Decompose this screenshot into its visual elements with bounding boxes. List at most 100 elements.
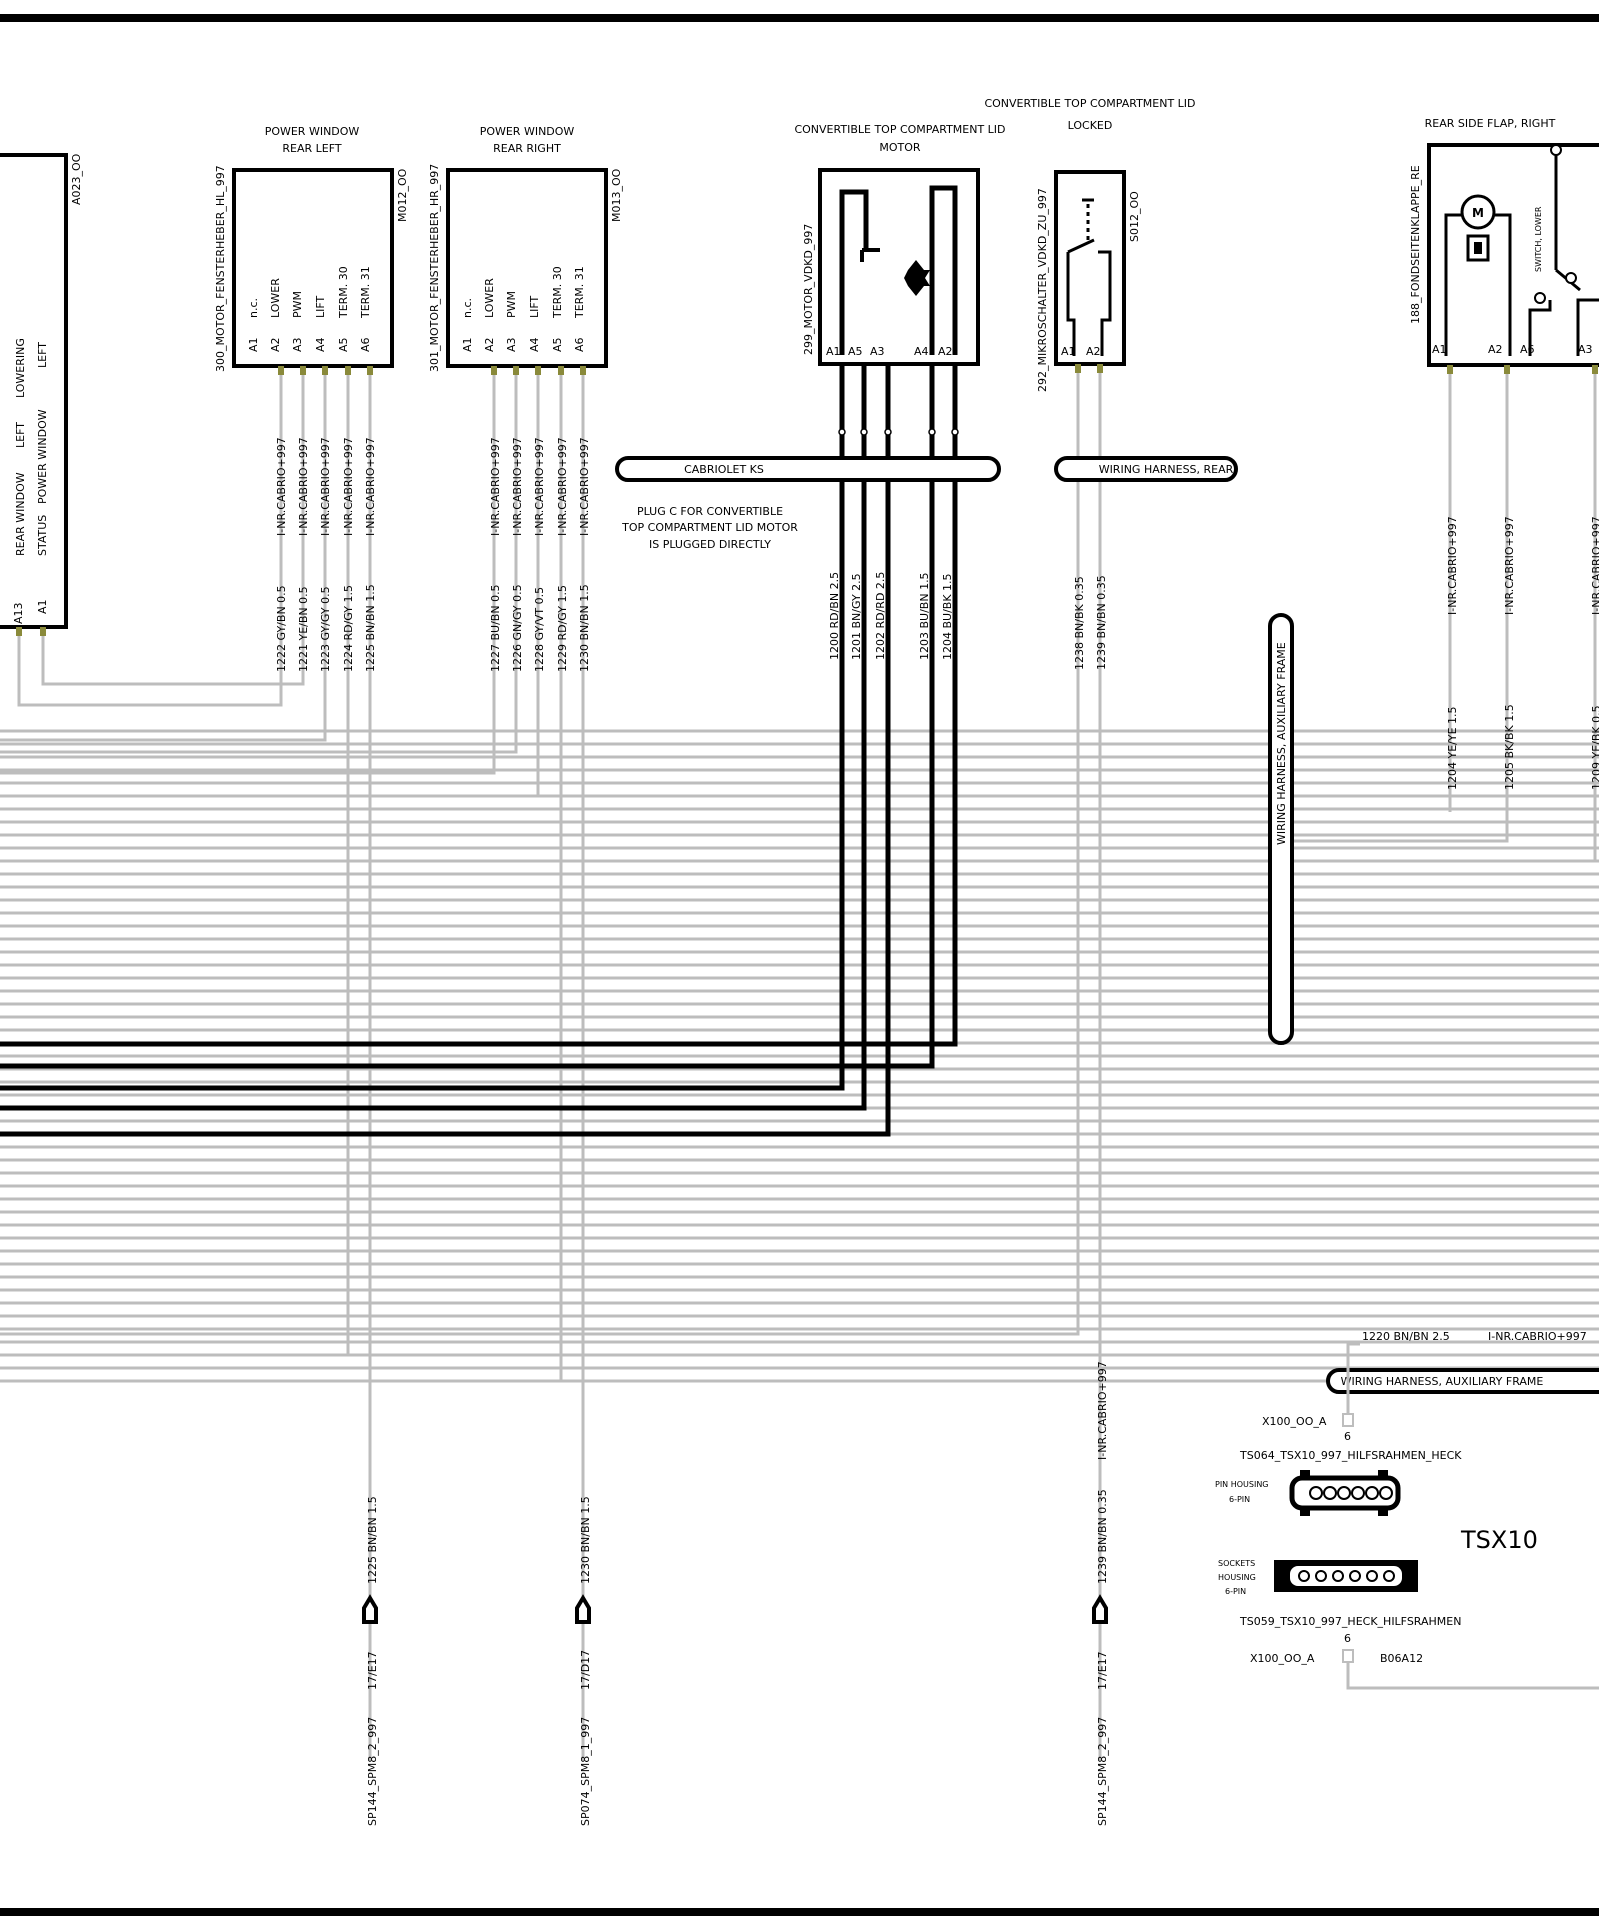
- bottom-termination-3: I-NR.CABRIO+997 1239 BN/BN 0.35 17/E17 S…: [1092, 1361, 1109, 1826]
- bottom-border: [0, 1908, 1599, 1916]
- diagram-label: 6-PIN: [1229, 1495, 1250, 1504]
- diagram-label: REAR RIGHT: [493, 142, 561, 155]
- bottom-termination-2: 1230 BN/BN 1.5 17/D17 SP074_SPM8_1_997: [575, 1496, 592, 1826]
- diagram-label: PLUG C FOR CONVERTIBLE: [637, 505, 783, 518]
- diagram-label: 1225 BN/BN 1.5: [366, 1496, 379, 1584]
- diagram-label: A2: [938, 345, 953, 358]
- diagram-label: 1201 BN/GY 2.5: [850, 573, 863, 660]
- diagram-label: A1: [1061, 345, 1076, 358]
- diagram-label: 6: [1344, 1430, 1351, 1443]
- diagram-label: POWER WINDOW: [480, 125, 575, 138]
- m012-title-2: REAR LEFT: [282, 142, 341, 155]
- diagram-label: 1228 GY/VT 0.5: [533, 587, 546, 672]
- motor-symbol: [904, 260, 930, 296]
- harness-rear: WIRING HARNESS, REAR: [1054, 456, 1238, 482]
- diagram-label: A1: [461, 337, 474, 352]
- diagram-label: WIRING HARNESS, AUXILIARY FRAME: [1275, 642, 1288, 845]
- diagram-label: n.c.: [247, 298, 260, 318]
- harness-auxiliary-vertical: WIRING HARNESS, AUXILIARY FRAME: [1268, 613, 1294, 1045]
- diagram-label: TS064_TSX10_997_HILFSRAHMEN_HECK: [1239, 1449, 1462, 1462]
- a023-pin-a13: A13: [12, 602, 25, 624]
- diagram-label: PWM: [505, 291, 518, 318]
- diagram-label: 1209 YE/BK 0.5: [1590, 705, 1599, 790]
- diagram-label: I-NR.CABRIO+997: [342, 437, 355, 536]
- diagram-label: A3: [505, 337, 518, 352]
- diagram-label: I-NR.CABRIO+997: [364, 437, 377, 536]
- diagram-label: CONVERTIBLE TOP COMPARTMENT LID: [794, 123, 1005, 136]
- diagram-label: I-NR.CABRIO+997: [319, 437, 332, 536]
- diagram-label: HOUSING: [1218, 1573, 1256, 1582]
- diagram-label: TERM. 31: [359, 266, 372, 319]
- diagram-label: 1202 RD/RD 2.5: [874, 572, 887, 660]
- diagram-label: 301_MOTOR_FENSTERHEBER_HR_997: [428, 164, 441, 372]
- diagram-label: A2: [483, 337, 496, 352]
- bottom-termination-1: 1225 BN/BN 1.5 17/E17 SP144_SPM8_2_997: [362, 1496, 379, 1826]
- diagram-label: A3: [1578, 343, 1593, 356]
- diagram-label: I-NR.CABRIO+997: [297, 437, 310, 536]
- diagram-label: A2: [269, 337, 282, 352]
- diagram-label: A4: [314, 337, 327, 352]
- diagram-label: I-NR.CABRIO+997: [1446, 516, 1459, 615]
- pin-housing-icon: [1289, 1470, 1401, 1516]
- diagram-label: A5: [848, 345, 863, 358]
- diagram-label: PIN HOUSING: [1215, 1480, 1269, 1489]
- diagram-label: I-NR.CABRIO+997: [1096, 1361, 1109, 1460]
- diagram-label: SP144_SPM8_2_997: [366, 1717, 379, 1826]
- diagram-label: 17/E17: [366, 1651, 379, 1690]
- plug-note: PLUG C FOR CONVERTIBLE TOP COMPARTMENT L…: [621, 505, 798, 551]
- diagram-label: 6-PIN: [1225, 1587, 1246, 1596]
- diagram-label: A1: [247, 337, 260, 352]
- junction-dots: [838, 428, 959, 436]
- diagram-label: LOCKED: [1068, 119, 1113, 132]
- diagram-label: SOCKETS: [1218, 1559, 1255, 1568]
- a023-id: A023_OO: [70, 153, 83, 205]
- a023-signal-5: POWER WINDOW: [36, 409, 49, 504]
- diagram-label: SP144_SPM8_2_997: [1096, 1717, 1109, 1826]
- connector-tsx10: 1220 BN/BN 2.5 I-NR.CABRIO+997 X100_OO_A…: [1215, 1330, 1599, 1690]
- diagram-label: S012_OO: [1128, 191, 1141, 242]
- diagram-label: B06A12: [1380, 1652, 1423, 1665]
- diagram-label: WIRING HARNESS, REAR: [1099, 463, 1234, 476]
- diagram-label: A5: [337, 337, 350, 352]
- a023-signal-2: LEFT: [14, 422, 27, 448]
- harness-auxiliary: WIRING HARNESS, AUXILIARY FRAME: [1326, 1368, 1599, 1394]
- diagram-label: X100_OO_A: [1262, 1415, 1327, 1428]
- diagram-label: I-NR.CABRIO+997: [556, 437, 569, 536]
- component-m013: POWER WINDOW REAR RIGHT 301_MOTOR_FENSTE…: [428, 125, 623, 375]
- diagram-label: 1204 BU/BK 1.5: [941, 573, 954, 660]
- diagram-label: 17/D17: [579, 1650, 592, 1690]
- diagram-label: A4: [914, 345, 929, 358]
- diagram-label: 1230 BN/BN 1.5: [579, 1496, 592, 1584]
- a023-signal-3: LOWERING: [14, 338, 27, 398]
- diagram-label: 1222 GY/BN 0.5: [275, 585, 288, 672]
- diagram-label: A6: [1520, 343, 1535, 356]
- a023-signal-4: STATUS: [36, 515, 49, 556]
- diagram-label: CONVERTIBLE TOP COMPARTMENT LID: [984, 97, 1195, 110]
- harness-cabriolet-ks: CABRIOLET KS: [615, 456, 1001, 482]
- diagram-label: 1238 BN/BK 0.35: [1073, 576, 1086, 670]
- a023-signal-1: REAR WINDOW: [14, 472, 27, 556]
- diagram-label: LOWER: [483, 278, 496, 318]
- m012-id: M012_OO: [396, 168, 409, 222]
- gray-bus-lines: [0, 729, 1599, 1383]
- diagram-label: A3: [870, 345, 885, 358]
- diagram-label: SP074_SPM8_1_997: [579, 1717, 592, 1826]
- diagram-label: 6: [1344, 1632, 1351, 1645]
- diagram-label: 1204 YE/YE 1.5: [1446, 706, 1459, 790]
- diagram-label: TERM. 30: [551, 266, 564, 319]
- diagram-label: 1221 YE/BN 0.5: [297, 586, 310, 672]
- m012-ref: 300_MOTOR_FENSTERHEBER_HL_997: [214, 165, 227, 372]
- motor-icon: M: [1444, 194, 1512, 356]
- diagram-label: A6: [359, 337, 372, 352]
- connector-name: TSX10: [1460, 1526, 1538, 1554]
- diagram-label: WIRING HARNESS, AUXILIARY FRAME: [1341, 1375, 1544, 1388]
- diagram-label: CABRIOLET KS: [684, 463, 764, 476]
- diagram-label: 1229 RD/GY 1.5: [556, 585, 569, 672]
- diagram-label: 1225 BN/BN 1.5: [364, 584, 377, 672]
- component-a023: A023_OO A13 A1 REAR WINDOW LEFT LOWERING…: [0, 153, 83, 636]
- diagram-label: 1227 BU/BN 0.5: [489, 584, 502, 672]
- diagram-label: 17/E17: [1096, 1651, 1109, 1690]
- diagram-label: 1223 GY/GY 0.5: [319, 586, 332, 672]
- diagram-label: 1230 BN/BN 1.5: [578, 584, 591, 672]
